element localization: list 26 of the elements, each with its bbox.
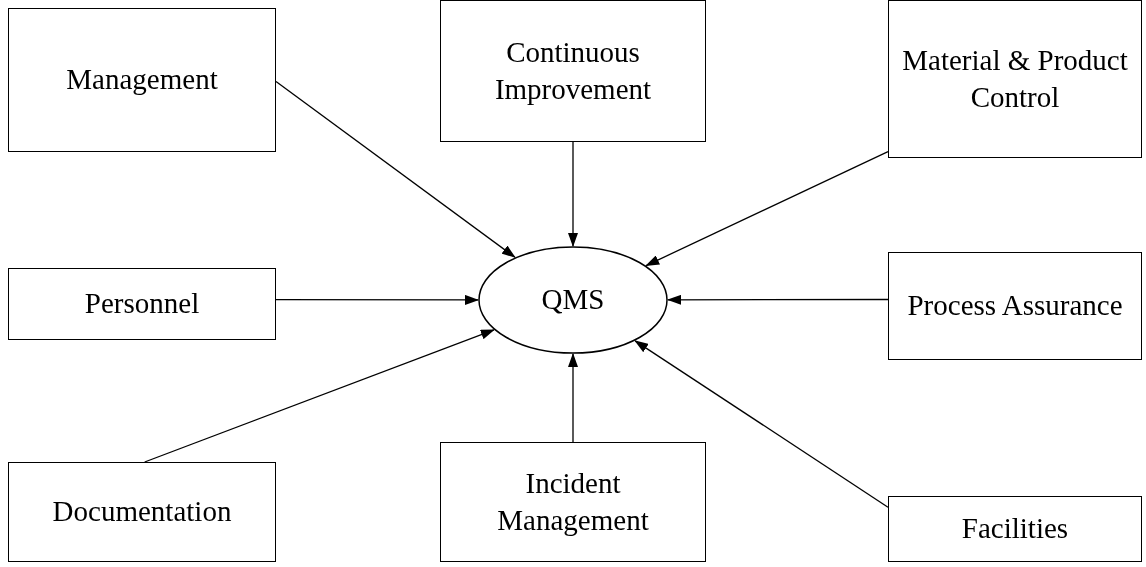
arrow (634, 340, 889, 508)
process-box (440, 442, 706, 562)
arrow (568, 353, 578, 443)
node-label: Material & Product Control (901, 42, 1129, 115)
arrow (144, 329, 495, 463)
arrow (275, 294, 479, 305)
node-label: Management (66, 62, 218, 98)
process-box (888, 252, 1142, 360)
node-label: Continuous Improvement (493, 34, 653, 107)
process-box (8, 462, 276, 562)
process-box (8, 268, 276, 340)
arrow (568, 141, 578, 247)
process-box (888, 496, 1142, 562)
node-label: Documentation (52, 494, 232, 530)
node-label: QMS (541, 282, 605, 318)
node-label: Incident Management (496, 465, 650, 538)
node-label: Process Assurance (907, 288, 1123, 324)
arrow (667, 294, 889, 305)
node-label: Facilities (961, 511, 1069, 547)
process-box (888, 0, 1142, 158)
process-box (440, 0, 706, 142)
arrow (645, 151, 889, 267)
ellipse-node (478, 246, 668, 354)
arrow (275, 80, 516, 258)
process-box (8, 8, 276, 152)
node-label: Personnel (84, 286, 200, 322)
